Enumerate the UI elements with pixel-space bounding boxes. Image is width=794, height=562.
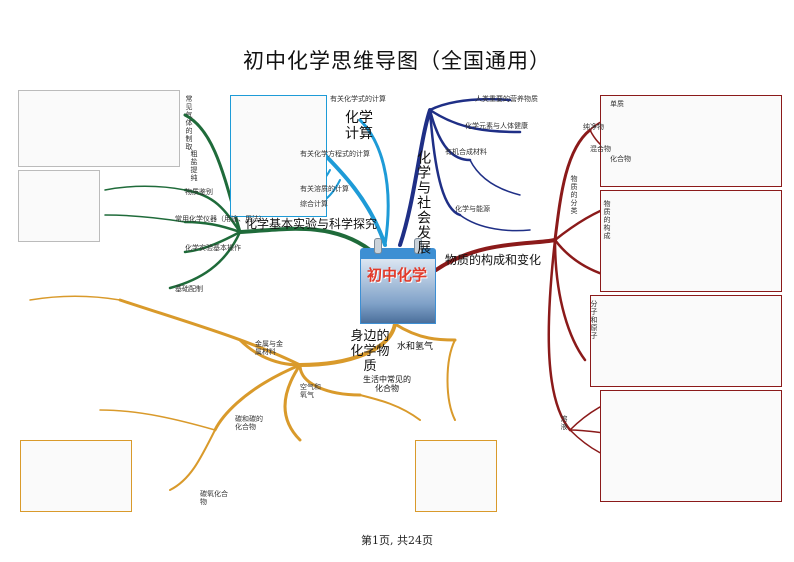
subtopic-matter-mixture[interactable]: 混合物 <box>590 145 611 153</box>
compound-relation-panel <box>415 440 497 512</box>
subtopic-matter-compound[interactable]: 化合物 <box>610 155 631 163</box>
branch-experiment-lines <box>104 113 372 290</box>
matter-change-panel <box>590 295 782 387</box>
experiment-apparatus-panel <box>18 90 180 167</box>
subtopic-calc-combined[interactable]: 综合计算 <box>300 200 328 208</box>
subtopic-experiment-salt[interactable]: 粗盐提纯 <box>190 150 199 182</box>
subtopic-society-materials[interactable]: 有机合成材料 <box>445 148 487 156</box>
branch-everyday-lines <box>29 295 457 491</box>
matter-classification-panel <box>600 95 782 187</box>
subtopic-calc-formula[interactable]: 有关化学式的计算 <box>330 95 386 103</box>
subtopic-matter-classification[interactable]: 物质的分类 <box>570 175 579 215</box>
center-topic-label: 初中化学 <box>366 266 427 284</box>
subtopic-matter-pure[interactable]: 纯净物 <box>583 123 604 131</box>
branch-label-matter[interactable]: 物质的构成和变化 <box>445 253 542 267</box>
solution-panel <box>600 390 782 502</box>
subtopic-society-elements[interactable]: 化学元素与人体健康 <box>465 122 528 130</box>
page-title: 初中化学思维导图（全国通用） <box>243 49 551 73</box>
experiment-detail-panel <box>18 170 100 242</box>
subtopic-calc-equation[interactable]: 有关化学方程式的计算 <box>300 150 370 158</box>
subtopic-experiment-operations[interactable]: 化学实验基本操作 <box>185 244 241 252</box>
card-image <box>360 258 436 324</box>
subtopic-experiment-gas[interactable]: 常见气体的制取 <box>185 95 194 151</box>
subtopic-matter-molecules[interactable]: 分子和原子 <box>590 300 599 340</box>
matter-structure-panel <box>600 190 782 292</box>
subtopic-everyday-carbon[interactable]: 碳和碳的化合物 <box>235 415 263 432</box>
subtopic-society-nutrients[interactable]: 人类重要的营养物质 <box>475 95 538 103</box>
subtopic-society-energy[interactable]: 化学与能源 <box>455 205 490 213</box>
carbon-compounds-panel <box>20 440 132 512</box>
subtopic-experiment-instruments[interactable]: 常用化学仪器（用途、用法） <box>175 215 266 223</box>
binder-ring-icon <box>414 238 422 254</box>
branch-society-lines <box>398 98 531 247</box>
branch-label-experiment[interactable]: 化学基本实验与科学探究 <box>245 217 378 231</box>
page-footer: 第1页, 共24页 <box>361 534 433 547</box>
subtopic-matter-solution[interactable]: 溶液 <box>560 415 569 431</box>
subtopic-everyday-compounds[interactable]: 生活中常见的化合物 <box>363 375 411 394</box>
subtopic-everyday-carbon-oxides[interactable]: 碳氧化合物 <box>200 490 228 507</box>
subtopic-everyday-metals[interactable]: 金属与金属材料 <box>255 340 283 357</box>
subtopic-experiment-identify[interactable]: 物质鉴别 <box>185 188 213 196</box>
branch-label-calc[interactable]: 化学计算 <box>345 110 373 143</box>
center-topic-card[interactable]: 初中化学 <box>360 238 436 324</box>
branch-label-everyday[interactable]: 身边的化学物质 <box>350 329 390 374</box>
subtopic-experiment-prep[interactable]: 基础配制 <box>175 285 203 293</box>
subtopic-everyday-water[interactable]: 水和氢气 <box>397 342 434 352</box>
subtopic-matter-element[interactable]: 单质 <box>610 100 624 108</box>
calc-formula-panel <box>230 95 327 217</box>
subtopic-everyday-air[interactable]: 空气和氧气 <box>300 383 321 400</box>
subtopic-calc-solute[interactable]: 有关溶质的计算 <box>300 185 349 193</box>
branch-label-society[interactable]: 化学与社会发展 <box>415 150 432 255</box>
binder-ring-icon <box>374 238 382 254</box>
subtopic-matter-structure[interactable]: 物质的构成 <box>603 200 612 240</box>
